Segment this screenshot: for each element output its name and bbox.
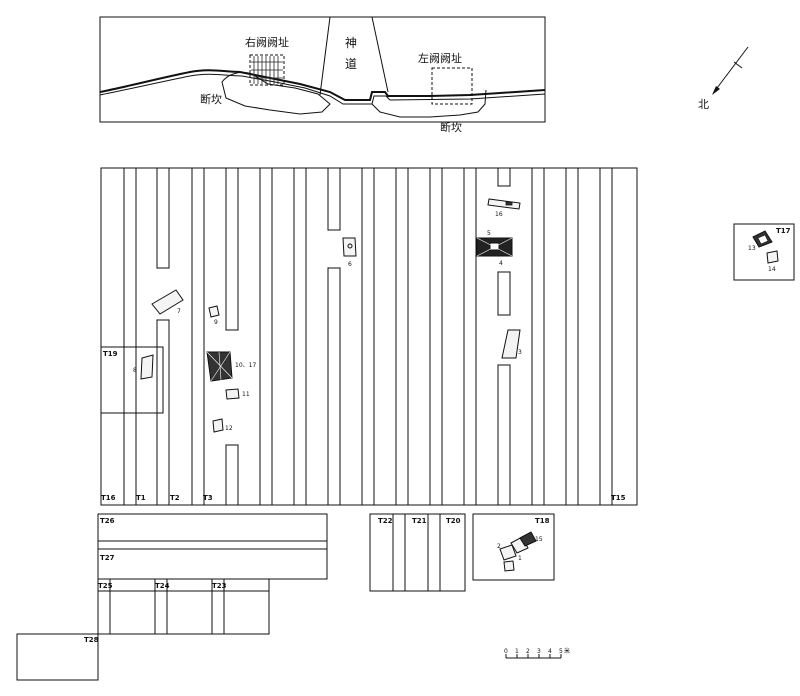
artifact-9: 9 — [208, 305, 220, 326]
trenches-T26-T27: T26 T27 — [97, 513, 328, 580]
trench-T28: T28 — [16, 633, 99, 681]
label-T25: T25 — [98, 582, 113, 590]
label-T20: T20 — [446, 517, 461, 525]
label-T15: T15 — [611, 494, 626, 502]
svg-text:6: 6 — [348, 261, 352, 268]
svg-text:12: 12 — [225, 425, 233, 432]
svg-text:米: 米 — [564, 647, 570, 655]
label-T19: T19 — [103, 350, 118, 358]
svg-text:9: 9 — [214, 319, 218, 326]
artifact-1-2-15: 2 15 1 — [497, 531, 543, 572]
shendao-label-1: 神 — [345, 36, 357, 50]
duankan-right-label: 断坎 — [440, 120, 462, 134]
svg-text:0: 0 — [504, 648, 508, 655]
svg-text:5: 5 — [487, 230, 491, 237]
trench-T18: T18 2 15 1 — [472, 513, 555, 581]
right-que-base — [221, 71, 331, 115]
trenches-T23-T25: T25 T24 T23 — [97, 578, 270, 635]
svg-text:4: 4 — [548, 648, 552, 655]
svg-text:5: 5 — [559, 648, 563, 655]
north-arrow: 北 — [698, 46, 749, 111]
label-T3: T3 — [203, 494, 213, 502]
label-T27: T27 — [100, 554, 115, 562]
main-grid-frame — [100, 167, 638, 506]
svg-text:11: 11 — [242, 391, 250, 398]
svg-text:15: 15 — [535, 536, 543, 543]
label-T17: T17 — [776, 227, 791, 235]
svg-text:3: 3 — [537, 648, 541, 655]
section-profile: 右阙阙址 左阙阙址 神 道 断坎 断坎 — [99, 16, 546, 134]
shendao-label-2: 道 — [345, 57, 357, 71]
label-T2: T2 — [170, 494, 180, 502]
artifact-12: 12 — [212, 418, 233, 433]
artifact-6: 6 — [342, 237, 357, 268]
svg-text:2: 2 — [526, 648, 530, 655]
left-que-box — [431, 67, 473, 105]
artifact-13: 13 — [748, 230, 773, 252]
scale-bar: 0 1 2 3 4 5 米 — [504, 647, 570, 659]
north-label: 北 — [698, 98, 709, 111]
svg-text:8: 8 — [133, 367, 137, 374]
right-que-label: 右阙阙址 — [245, 35, 289, 49]
label-T26: T26 — [100, 517, 115, 525]
artifact-11: 11 — [225, 388, 250, 400]
label-T28: T28 — [84, 636, 99, 644]
label-T18: T18 — [535, 517, 550, 525]
right-que-hatch — [249, 54, 285, 86]
shendao-right-edge — [371, 16, 389, 93]
artifact-7: 7 — [151, 289, 184, 315]
label-T22: T22 — [378, 517, 393, 525]
svg-text:4: 4 — [499, 260, 503, 267]
artifact-10-17: 10、17 — [206, 351, 256, 382]
trench-T19 — [100, 346, 164, 414]
trenches-T20-T22: T22 T21 T20 — [369, 513, 466, 592]
artifact-16: 16 — [487, 198, 521, 218]
label-T23: T23 — [212, 582, 227, 590]
left-que-base — [371, 89, 487, 118]
svg-text:2: 2 — [497, 543, 501, 550]
artifact-14: 14 — [766, 250, 779, 273]
artifacts-main: 16 5 4 6 7 9 3 — [133, 198, 522, 433]
grid-stripes — [123, 168, 613, 505]
section-frame — [99, 16, 546, 123]
svg-text:14: 14 — [768, 266, 776, 273]
label-T24: T24 — [155, 582, 170, 590]
label-T1: T1 — [136, 494, 146, 502]
label-T21: T21 — [412, 517, 427, 525]
baulk-6-0 — [327, 230, 341, 268]
left-que-label: 左阙阙址 — [418, 51, 462, 65]
ground-line — [99, 69, 546, 101]
label-T16: T16 — [101, 494, 116, 502]
svg-text:10、17: 10、17 — [235, 362, 256, 369]
svg-text:1: 1 — [515, 648, 519, 655]
svg-text:7: 7 — [177, 308, 181, 315]
svg-text:3: 3 — [518, 349, 522, 356]
shendao-left-edge — [319, 16, 331, 96]
ground-line-lower — [99, 73, 546, 105]
artifact-3: 3 — [501, 329, 522, 359]
artifact-8: 8 — [133, 354, 154, 380]
svg-text:16: 16 — [495, 211, 503, 218]
baulk-11-0 — [497, 186, 511, 272]
artifact-4-5: 5 4 — [476, 230, 513, 267]
svg-text:1: 1 — [518, 555, 522, 562]
main-trench-grid: T19 T16 T1 T2 T3 T15 — [100, 167, 638, 506]
duankan-left-label: 断坎 — [200, 92, 222, 106]
trench-T17: T17 13 14 — [733, 223, 795, 281]
svg-text:13: 13 — [748, 245, 756, 252]
